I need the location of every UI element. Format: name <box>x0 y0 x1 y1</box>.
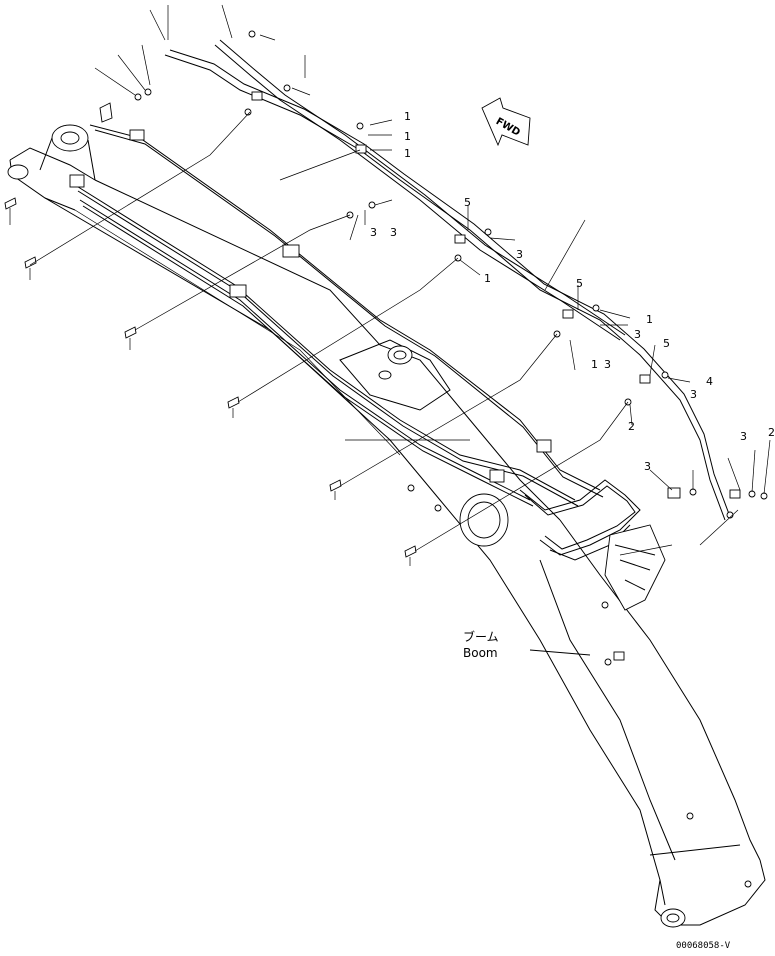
boom-structure <box>7 124 766 928</box>
callout-number: 5 <box>464 196 471 209</box>
callout-number: 3 <box>604 358 611 371</box>
callout-number: 1 <box>484 272 491 285</box>
callout-number: 3 <box>644 460 651 473</box>
callout-number: 3 <box>690 388 697 401</box>
callout-number: 3 <box>740 430 747 443</box>
callout-number: 1 <box>404 110 411 123</box>
callout-number: 5 <box>576 277 583 290</box>
callout-number: 2 <box>628 420 635 433</box>
callout-number: 5 <box>663 337 670 350</box>
leader-lines <box>9 4 771 566</box>
callout-number: 1 <box>404 130 411 143</box>
callout-number: 1 <box>404 147 411 160</box>
boom-label-japanese: ブーム <box>463 630 499 644</box>
callout-number: 2 <box>768 426 775 439</box>
callout-number: 4 <box>706 375 713 388</box>
forward-arrow-icon: FWD <box>481 97 531 147</box>
clamps-brackets <box>69 30 768 519</box>
callout-number: 1 <box>591 358 598 371</box>
drawing-code: 00068058-V <box>676 941 731 951</box>
callout-numbers: 1 1 1 1 1 1 2 2 3 3 3 3 3 3 3 3 4 5 5 5 <box>370 110 775 473</box>
callout-number: 3 <box>370 226 377 239</box>
boom-label-english: Boom <box>463 646 498 660</box>
hydraulic-pipes <box>74 39 730 611</box>
callout-number: 3 <box>634 328 641 341</box>
hose-clips <box>4 197 417 558</box>
callout-number: 3 <box>390 226 397 239</box>
callout-number: 3 <box>516 248 523 261</box>
callout-number: 1 <box>646 313 653 326</box>
